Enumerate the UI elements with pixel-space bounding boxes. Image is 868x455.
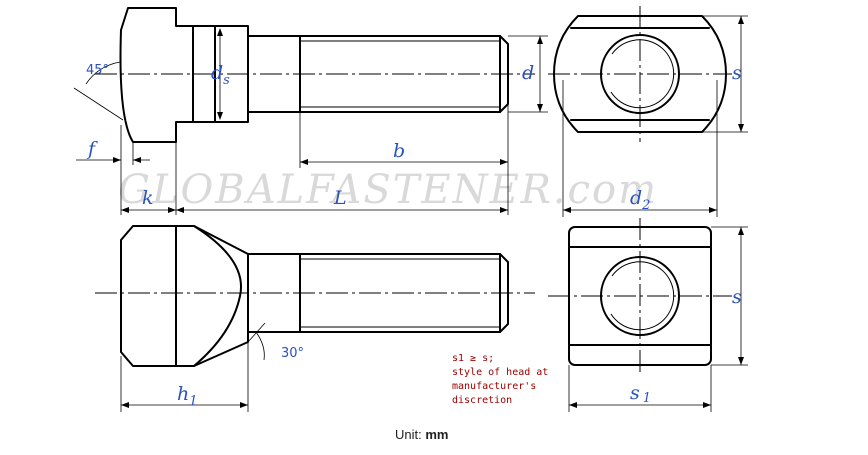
top-end-thread-arc (610, 39, 675, 109)
dim-f: f (76, 125, 150, 215)
dim-ds: ds (211, 28, 230, 120)
s-top-label: s (732, 62, 742, 84)
dim-45: 45° (73, 61, 124, 121)
dim-s-bottom: s (711, 226, 748, 366)
top-end-view (548, 6, 732, 142)
note-line-1: s1 ≥ s; (452, 353, 494, 364)
note-line-3: manufacturer's (452, 381, 536, 392)
h1-label: h1 (177, 383, 198, 409)
f-label: f (86, 138, 98, 160)
bottom-side-view (95, 225, 535, 367)
dim-b: b (299, 104, 509, 215)
bottom-end-view (548, 218, 732, 375)
top-head-outline (119, 7, 194, 143)
L-label: L (333, 187, 347, 209)
note-line-2: style of head at (452, 367, 548, 378)
dim-s-top: s (702, 15, 748, 133)
b-label: b (393, 140, 405, 162)
unit-caption: Unit: mm (395, 427, 448, 442)
ds-label: ds (211, 62, 230, 88)
top-neck (192, 25, 249, 123)
bottom-head-arc (193, 225, 242, 367)
watermark: GLOBALFASTENER.com (118, 167, 658, 213)
k-label: k (142, 187, 154, 209)
d2-label: d2 (630, 187, 650, 213)
angle-45-label: 45° (86, 63, 109, 78)
bottom-head-outline (120, 225, 249, 367)
note-line-4: discretion (452, 395, 512, 406)
head-style-note: s1 ≥ s; style of head at manufacturer's … (452, 353, 548, 406)
s-bottom-label: s (732, 286, 742, 308)
bottom-end-thread-arc (610, 261, 675, 331)
d-label: d (522, 62, 534, 84)
top-side-view (95, 7, 535, 143)
angle-30-label: 30° (281, 346, 304, 361)
dim-d2: d2 (562, 80, 718, 217)
dim-h1: h1 (120, 342, 249, 412)
dim-30: 30° (247, 322, 304, 361)
dim-d: d (508, 35, 548, 113)
dim-k-L: k L (121, 142, 508, 215)
